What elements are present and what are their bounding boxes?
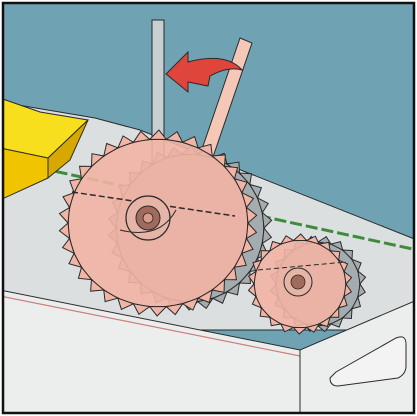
saw-illustration <box>0 0 417 416</box>
saw-diagram <box>0 0 417 416</box>
